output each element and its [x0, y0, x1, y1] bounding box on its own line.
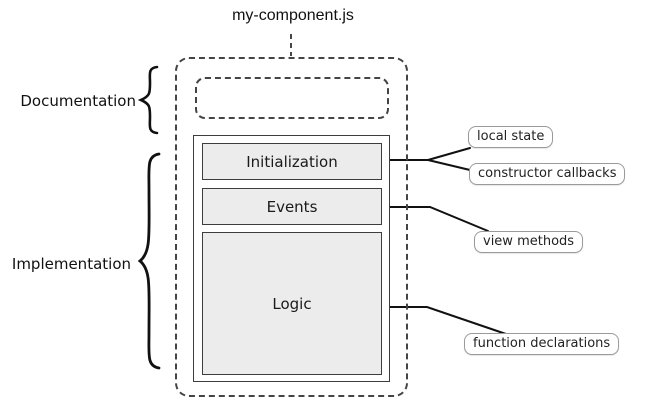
implementation-label: Implementation: [11, 255, 131, 273]
section-logic-label: Logic: [272, 294, 312, 313]
section-logic: Logic: [202, 232, 382, 375]
documentation-placeholder-box: [195, 77, 389, 119]
callout-constructor-callbacks: constructor callbacks: [469, 163, 626, 185]
callout-view-methods: view methods: [474, 231, 584, 253]
section-initialization-label: Initialization: [246, 152, 338, 171]
documentation-label: Documentation: [20, 92, 136, 110]
callout-local-state: local state: [468, 126, 554, 148]
component-file-container: [175, 57, 408, 397]
callout-function-declarations: function declarations: [464, 333, 620, 355]
section-initialization: Initialization: [202, 143, 382, 180]
file-title: my-component.js: [232, 7, 354, 24]
section-events: Events: [202, 188, 382, 225]
documentation-brace: [137, 65, 159, 135]
section-events-label: Events: [266, 197, 318, 216]
implementation-brace: [137, 152, 161, 370]
